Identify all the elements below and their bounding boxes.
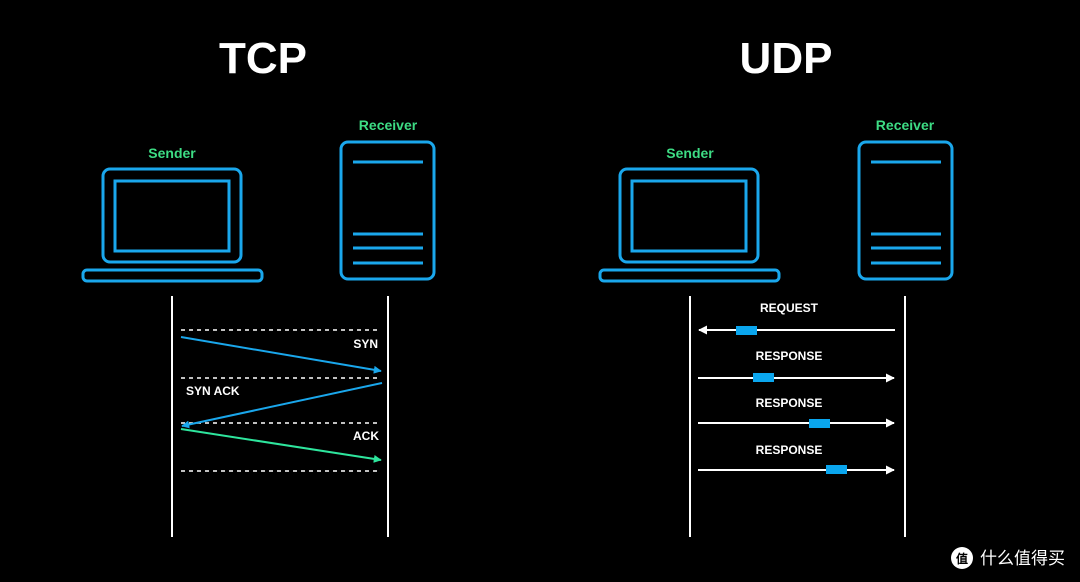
tcp-syn-ack-label: SYN ACK: [186, 384, 240, 398]
tcp-syn-label: SYN: [353, 337, 378, 351]
udp-request-label: REQUEST: [760, 301, 819, 315]
udp-request-packet: [736, 326, 757, 335]
udp-response-label: RESPONSE: [756, 349, 823, 363]
udp-response-label: RESPONSE: [756, 396, 823, 410]
tcp-receiver-server-icon: [339, 140, 436, 281]
udp-sender-label: Sender: [666, 145, 714, 161]
udp-response-packet: [826, 465, 847, 474]
tcp-ack-label: ACK: [353, 429, 379, 443]
watermark: 值 什么值得买: [951, 547, 1065, 569]
tcp-title: TCP: [219, 34, 307, 83]
tcp-receiver-label: Receiver: [359, 117, 418, 133]
tcp-dashed-separators: [181, 329, 380, 472]
udp-sender-laptop-icon: [598, 167, 781, 283]
udp-response-label: RESPONSE: [756, 443, 823, 457]
zhi-badge-char: 值: [956, 551, 968, 566]
udp-response-packet: [809, 419, 830, 428]
udp-receiver-server-icon: [857, 140, 954, 281]
udp-title: UDP: [740, 34, 833, 83]
tcp-panel: TCP Sender Receiver SYN: [81, 34, 436, 537]
udp-receiver-label: Receiver: [876, 117, 935, 133]
tcp-sender-label: Sender: [148, 145, 196, 161]
tcp-syn-arrow: [180, 336, 382, 374]
tcp-ack-arrow: [180, 428, 382, 463]
udp-panel: UDP Sender Receiver REQUEST RESPONSE R: [598, 34, 954, 537]
zhi-badge-icon: [951, 547, 973, 569]
tcp-sender-laptop-icon: [81, 167, 264, 283]
tcp-syn-ack-arrow: [181, 382, 383, 429]
watermark-text: 什么值得买: [980, 549, 1065, 569]
udp-response-packet: [753, 373, 774, 382]
